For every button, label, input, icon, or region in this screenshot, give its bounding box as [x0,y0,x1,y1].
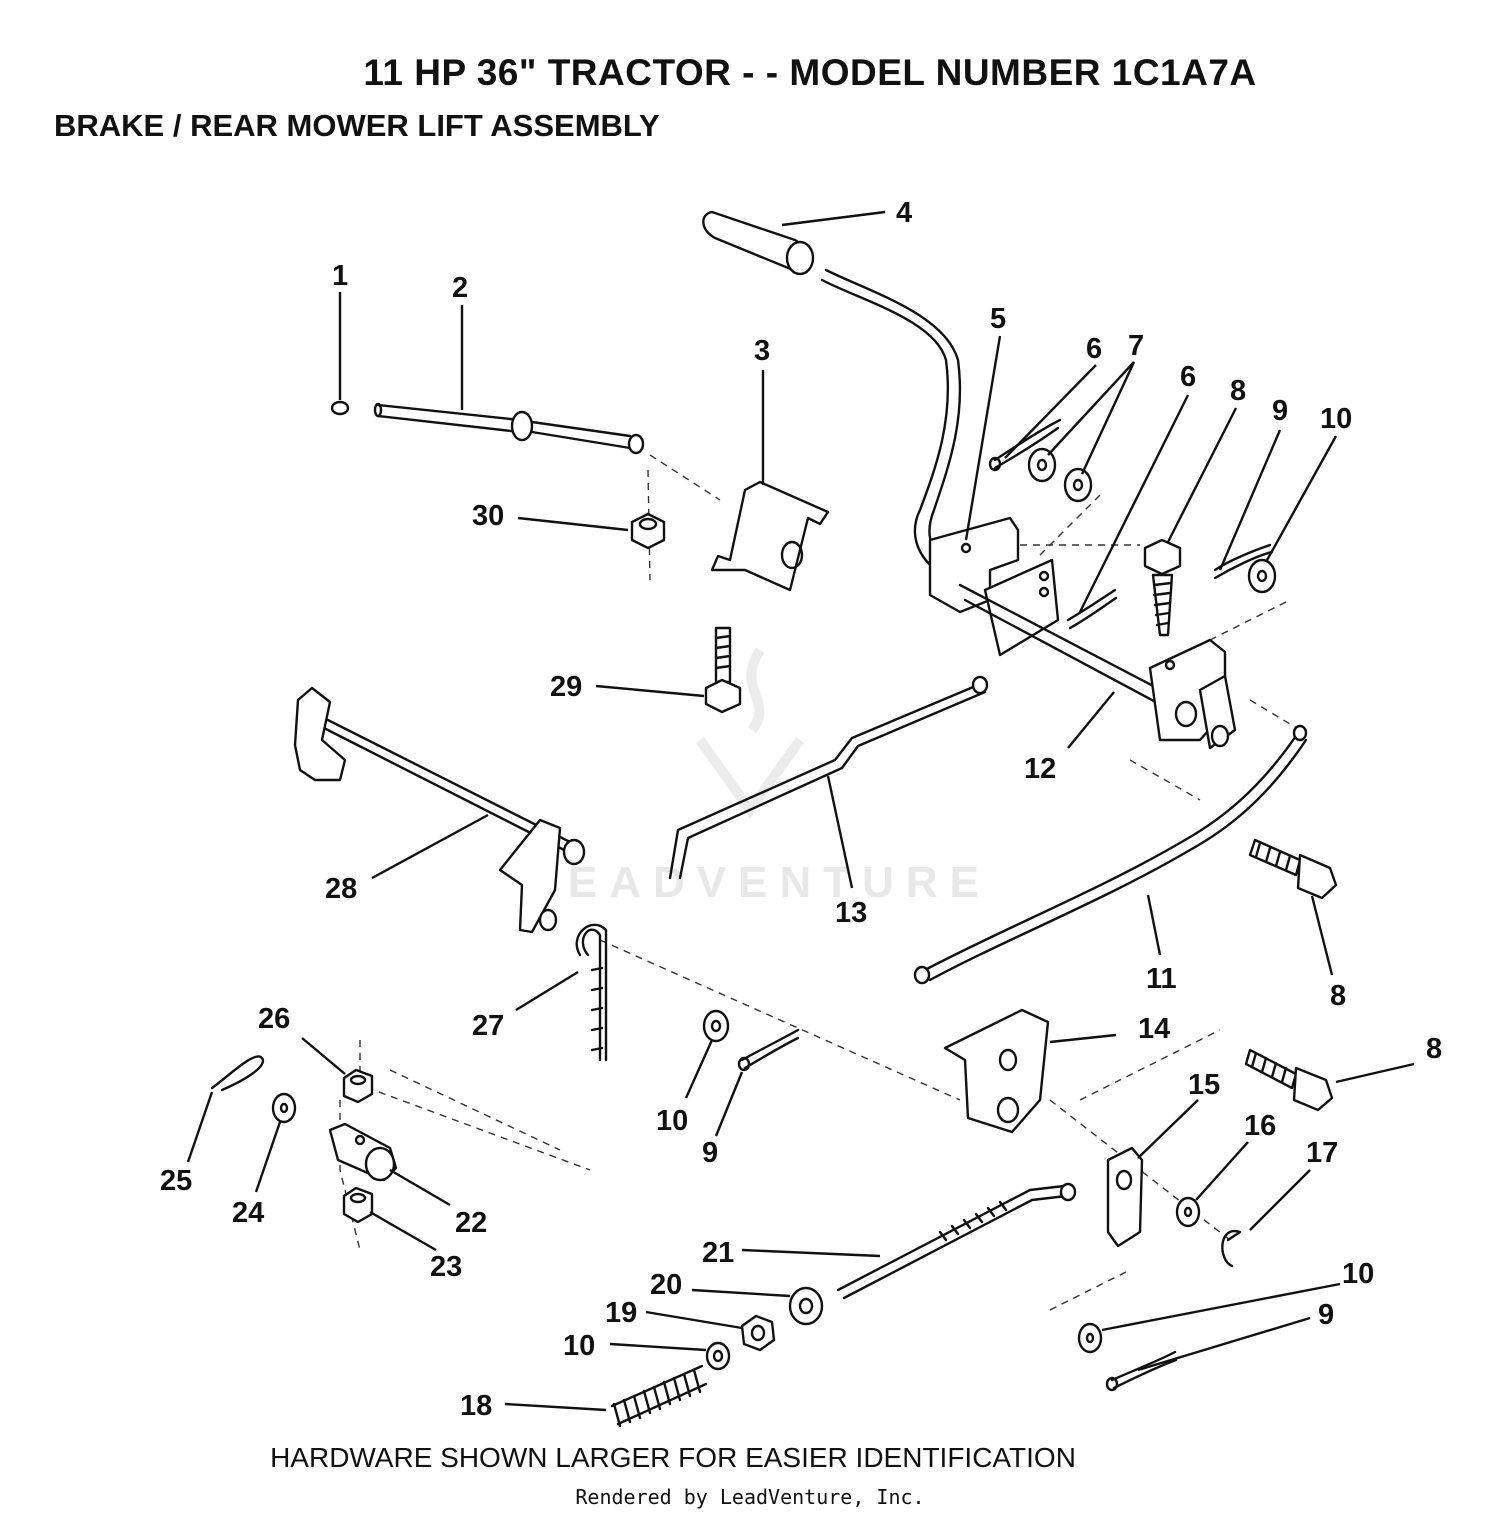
callout-9: 9 [1318,1299,1334,1331]
callout-8: 8 [1426,1033,1442,1065]
callout-8: 8 [1330,980,1346,1012]
callout-10: 10 [656,1105,688,1137]
part-6-cotter-pin [988,418,1062,472]
callout-25: 25 [160,1165,192,1197]
footer-note: HARDWARE SHOWN LARGER FOR EASIER IDENTIF… [270,1442,1076,1473]
part-9-cotter-pin-middle [737,1028,800,1072]
callout-8: 8 [1230,375,1246,407]
part-29-bolt [704,626,742,714]
callout-2: 2 [452,272,468,304]
part-17-e-clip [1221,1229,1242,1268]
callout-30: 30 [472,500,504,532]
part-2-rod [373,402,645,455]
part-14-bracket [943,1008,1050,1134]
callout-20: 20 [650,1269,682,1301]
part-7-washers [1027,447,1093,503]
part-5-lever [820,268,1020,614]
callout-24: 24 [232,1197,264,1229]
part-10-washer-lower [705,1341,731,1371]
callout-5: 5 [990,303,1006,335]
watermark-text: LEADVENTURE [528,858,992,907]
part-9-cotter-pin-top [1213,543,1274,580]
callout-18: 18 [460,1390,492,1422]
callout-leaders [186,210,1415,1412]
assembly-guide-lines [339,454,1301,1311]
part-3-bracket [710,480,830,592]
part-6-cotter-pin-second [1066,588,1118,630]
callout-4: 4 [896,197,912,229]
part-26-nut [342,1068,374,1104]
callout-28: 28 [325,873,357,905]
part-27-hook-bolt [575,923,608,1062]
callout-11: 11 [1146,963,1177,995]
part-10-washer-top [1247,558,1277,594]
part-25-hairpin-clip [210,1055,265,1092]
page-title: 11 HP 36" TRACTOR - - MODEL NUMBER 1C1A7… [363,52,1257,93]
callout-7: 7 [1128,330,1144,362]
part-30-nut [630,512,666,550]
callout-15: 15 [1188,1069,1220,1101]
part-23-nut [342,1186,374,1224]
callout-10: 10 [1342,1258,1374,1290]
part-1-pin [330,400,350,416]
callout-21: 21 [702,1237,734,1269]
lever-mount-plate [983,558,1060,657]
part-9-cotter-pin-lower-right [1105,1350,1178,1392]
page-subtitle: BRAKE / REAR MOWER LIFT ASSEMBLY [54,108,660,143]
callout-22: 22 [455,1207,487,1239]
part-22-block [328,1122,398,1182]
part-28-cross-shaft [293,686,586,934]
part-11-rod [913,724,1308,985]
callout-6: 6 [1180,361,1196,393]
callout-10: 10 [1320,403,1352,435]
callout-19: 19 [605,1297,637,1329]
part-24-washer [271,1092,297,1124]
part-15-plate [1106,1146,1144,1248]
callout-10: 10 [563,1330,595,1362]
part-12-shaft [958,583,1237,750]
callout-27: 27 [472,1010,504,1042]
part-8-bolt-right [1248,838,1338,900]
callout-3: 3 [754,335,770,367]
part-8-bolt-top [1143,538,1182,637]
callout-9: 9 [702,1137,718,1169]
callout-labels: 1 2 3 4 5 6 7 6 8 9 10 30 29 12 13 28 11… [160,197,1442,1422]
part-16-washer [1175,1196,1201,1228]
part-19-nut [740,1314,776,1352]
callout-13: 13 [835,897,867,929]
part-13-rod [668,675,989,880]
part-4-grip [702,210,815,276]
callout-6: 6 [1086,333,1102,365]
callout-14: 14 [1138,1013,1170,1045]
part-8-bolt-lower [1244,1048,1334,1112]
callout-17: 17 [1306,1137,1338,1169]
part-20-nut [788,1286,824,1326]
callout-12: 12 [1024,753,1056,785]
callout-29: 29 [550,671,582,703]
callout-16: 16 [1244,1110,1276,1142]
part-21-threaded-rod [836,1182,1077,1300]
callout-9: 9 [1272,395,1288,427]
part-18-spring [610,1364,708,1428]
rendered-by-credit: Rendered by LeadVenture, Inc. [575,1485,925,1509]
callout-23: 23 [430,1251,462,1283]
callout-26: 26 [258,1003,290,1035]
part-10-washer-lower-right [1077,1322,1103,1354]
part-10-washer-middle [702,1009,730,1043]
callout-1: 1 [332,260,348,292]
